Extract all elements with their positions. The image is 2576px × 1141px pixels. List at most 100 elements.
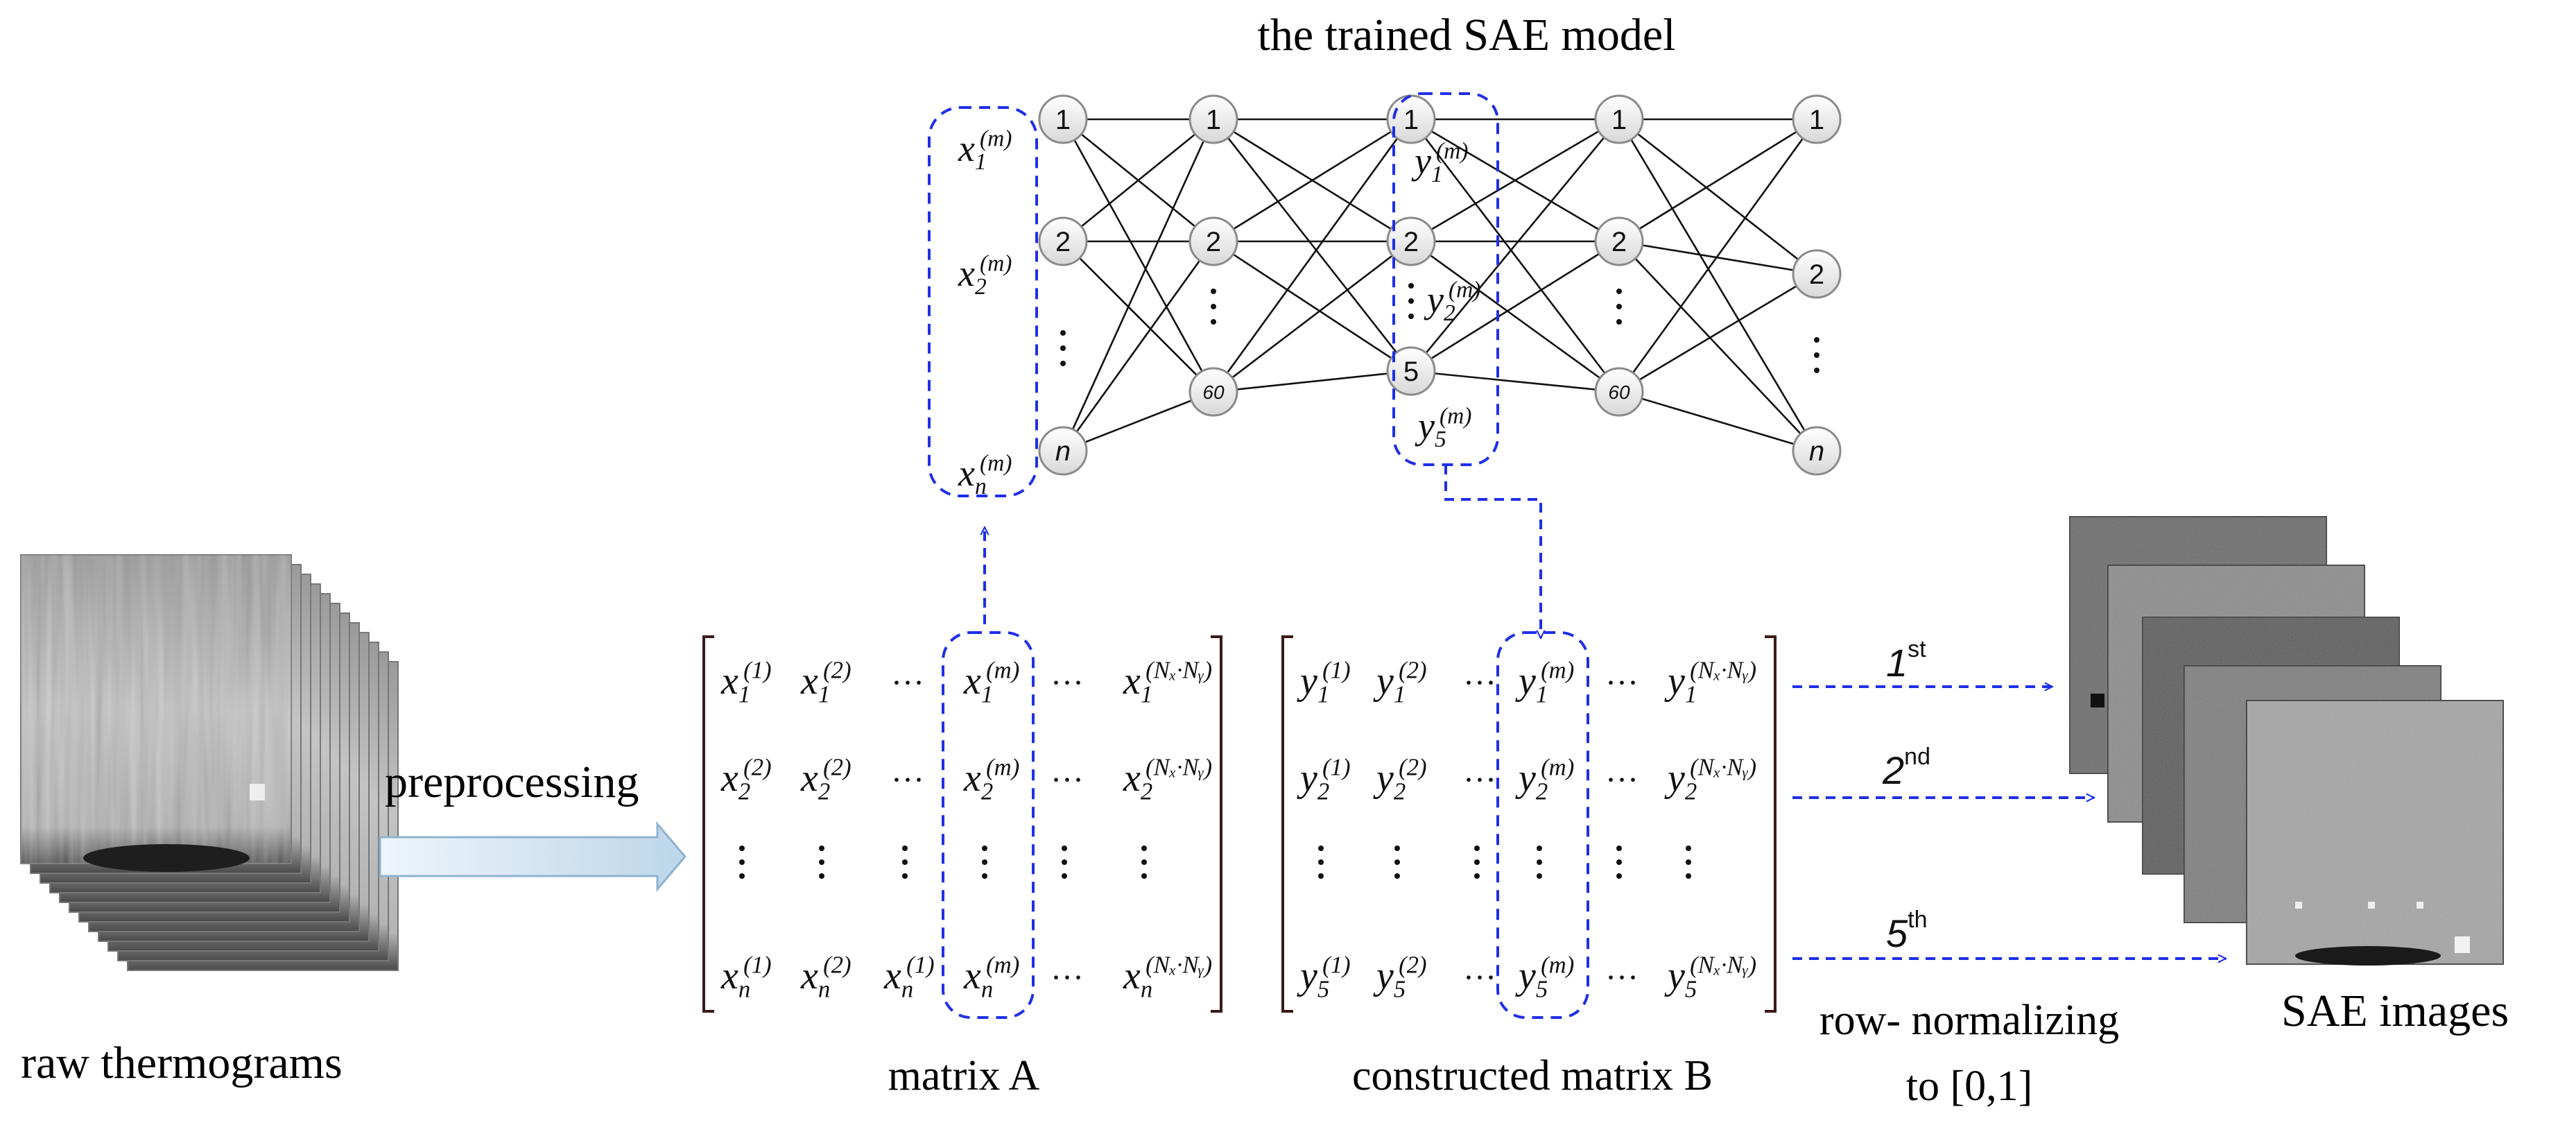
network-node-label: 1: [1809, 105, 1824, 135]
preprocessing-arrow: [379, 821, 686, 893]
network-edge: [1410, 240, 1620, 393]
svg-text:xn(m): xn(m): [958, 450, 1012, 499]
network-edge: [1618, 241, 1817, 452]
network-edge: [1212, 119, 1412, 372]
network-node-label: 60: [1608, 381, 1630, 403]
input-signal-label: xn(m): [958, 450, 1012, 499]
ellipsis-dot: [1814, 337, 1819, 343]
svg-text:y2(m): y2(m): [1515, 754, 1574, 805]
svg-text:x1(m): x1(m): [958, 126, 1012, 174]
code-signal-label: y1(m): [1411, 138, 1468, 187]
matrix-entry: xn(1): [883, 952, 935, 1003]
row-normalizing-caption-line2: to [0,1]: [1905, 1063, 2033, 1110]
network-signal-labels: x1(m)x2(m)xn(m)y1(m)y2(m)y5(m): [958, 126, 1480, 499]
preprocessing-label: preprocessing: [385, 757, 639, 807]
network-node: n: [1792, 426, 1842, 476]
network-node: 2: [1038, 216, 1088, 266]
network-node-label: 1: [1206, 105, 1221, 135]
network-ellipses: [1060, 283, 1819, 373]
matrix-vertical-ellipsis: [1616, 846, 1622, 879]
network-edge: [1410, 240, 1620, 372]
network-edge: [1062, 118, 1214, 243]
network-edge: [1062, 391, 1214, 452]
svg-text:y1(Nₓ·Nᵧ): y1(Nₓ·Nᵧ): [1664, 657, 1756, 708]
network-edge: [1213, 240, 1412, 393]
network-edge: [1618, 119, 1818, 393]
network-edge: [1618, 273, 1817, 393]
network-edge: [1213, 240, 1412, 372]
ellipsis-dot: [1408, 283, 1414, 289]
code-signal-label: y5(m): [1415, 403, 1471, 452]
ellipsis-dot: [1060, 345, 1066, 351]
network-node: 5: [1386, 346, 1436, 396]
ellipsis-dot: [1211, 304, 1216, 309]
matrix-ellipsis: ···: [1463, 959, 1496, 996]
code-to-matrix-b-arrow: [1444, 465, 1541, 638]
network-edge: [1213, 118, 1412, 243]
network-node-label: 1: [1611, 105, 1627, 135]
network-node-label: 2: [1611, 227, 1627, 257]
svg-text:x2(2): x2(2): [800, 754, 852, 805]
svg-text:y1(m): y1(m): [1411, 138, 1468, 187]
raw-thermogram-frame: [20, 554, 292, 872]
network-node-label: 5: [1403, 357, 1419, 387]
svg-text:x2(2): x2(2): [720, 754, 772, 805]
matrix-a-left-bracket: [702, 635, 714, 1013]
network-node: 1: [1386, 94, 1436, 144]
svg-text:xn(Nₓ·Nᵧ): xn(Nₓ·Nᵧ): [1123, 952, 1212, 1003]
network-edge: [1618, 240, 1817, 275]
input-layer-highlight: [928, 106, 1038, 497]
svg-text:xn(m): xn(m): [963, 952, 1019, 1003]
network-edge: [1410, 370, 1620, 393]
network-connections: [1062, 118, 1818, 452]
network-edge: [1618, 391, 1817, 452]
matrix-entry: y2(1): [1297, 754, 1351, 805]
matrix-entry: y2(2): [1373, 754, 1427, 805]
matrix-b: y1(1) y1(2) ··· y1(m) ··· y1(Nₓ·Nᵧ) y2(1) y2(2)…: [1281, 631, 1777, 1019]
matrix-ellipsis: ···: [1051, 664, 1084, 701]
matrix-entry: x1(m): [963, 657, 1019, 708]
matrix-entry: xn(m): [963, 952, 1019, 1003]
matrix-vertical-ellipsis: [982, 846, 987, 879]
network-node-label: n: [1055, 436, 1071, 467]
matrix-entry: y1(m): [1515, 657, 1574, 708]
matrix-entry: y1(2): [1373, 657, 1427, 708]
matrix-vertical-ellipsis: [819, 846, 824, 879]
matrix-ellipsis: ···: [1605, 959, 1639, 996]
matrix-entry: x1(2): [800, 657, 852, 708]
svg-text:y5(m): y5(m): [1415, 403, 1471, 452]
network-node-label: 1: [1055, 105, 1071, 135]
svg-text:y1(m): y1(m): [1515, 657, 1574, 708]
matrix-entry: xn(2): [800, 952, 852, 1003]
network-node-label: 2: [1403, 227, 1419, 257]
matrix-vertical-ellipsis: [1537, 846, 1542, 879]
matrix-entry: y1(1): [1297, 657, 1351, 708]
network-node: 1: [1038, 94, 1088, 144]
matrix-entry: y5(2): [1373, 952, 1427, 1003]
network-node-label: 1: [1403, 105, 1419, 135]
matrix-entry-last: x2(Nₓ·Nᵧ): [1123, 754, 1212, 805]
raw-thermograms-caption: raw thermograms: [21, 1038, 343, 1088]
ellipsis-dot: [1060, 361, 1066, 366]
ellipsis-dot: [1408, 314, 1414, 319]
matrix-entry: y5(m): [1515, 952, 1574, 1003]
network-edge: [1410, 119, 1620, 393]
matrix-entry-last: y1(Nₓ·Nᵧ): [1664, 657, 1756, 708]
matrix-entry: y2(m): [1515, 754, 1574, 805]
svg-text:y1(1): y1(1): [1297, 657, 1351, 708]
matrix-entry: xn(1): [720, 952, 772, 1003]
ellipsis-dot: [1211, 319, 1216, 325]
svg-text:x2(m): x2(m): [958, 250, 1012, 299]
svg-text:x1(1): x1(1): [720, 657, 772, 708]
network-node: 2: [1594, 216, 1644, 266]
network-edge: [1618, 118, 1817, 275]
row-ordinal: 1st: [1886, 636, 1926, 685]
svg-text:xn(1): xn(1): [720, 952, 772, 1003]
network-node: 1: [1188, 94, 1238, 144]
matrix-entry: y5(1): [1297, 952, 1351, 1003]
network-edge: [1410, 118, 1620, 243]
network-edge: [1213, 370, 1412, 393]
svg-text:y1(2): y1(2): [1373, 657, 1427, 708]
